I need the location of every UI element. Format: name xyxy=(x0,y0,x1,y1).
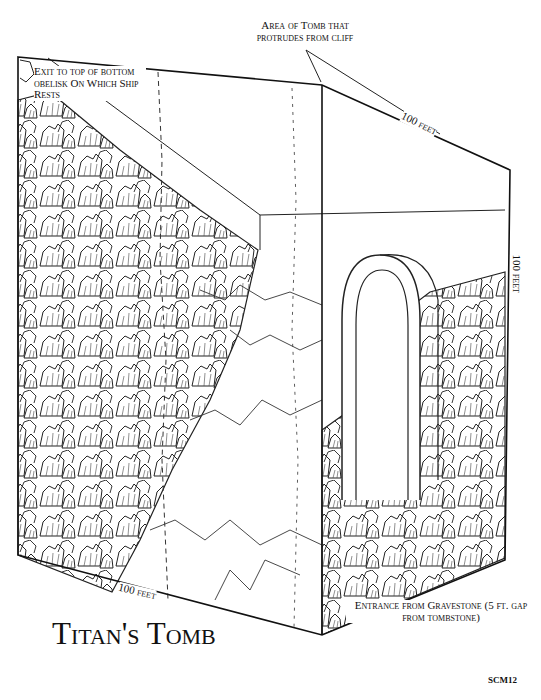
entrance-note: Entrance from Gravestone (5 ft. gap from… xyxy=(346,600,536,623)
dimension: 100 feet xyxy=(117,582,157,602)
exit-note: Exit to top of bottom obelisk On Which S… xyxy=(34,66,146,101)
area-note: Area of Tomb that protrudes from cliff xyxy=(240,20,370,43)
map-title: Titan's Tomb xyxy=(52,618,216,651)
signature: SCM12 xyxy=(488,676,517,685)
dimension: 100 feet xyxy=(510,255,522,293)
dimension: 100 feet xyxy=(399,110,439,137)
